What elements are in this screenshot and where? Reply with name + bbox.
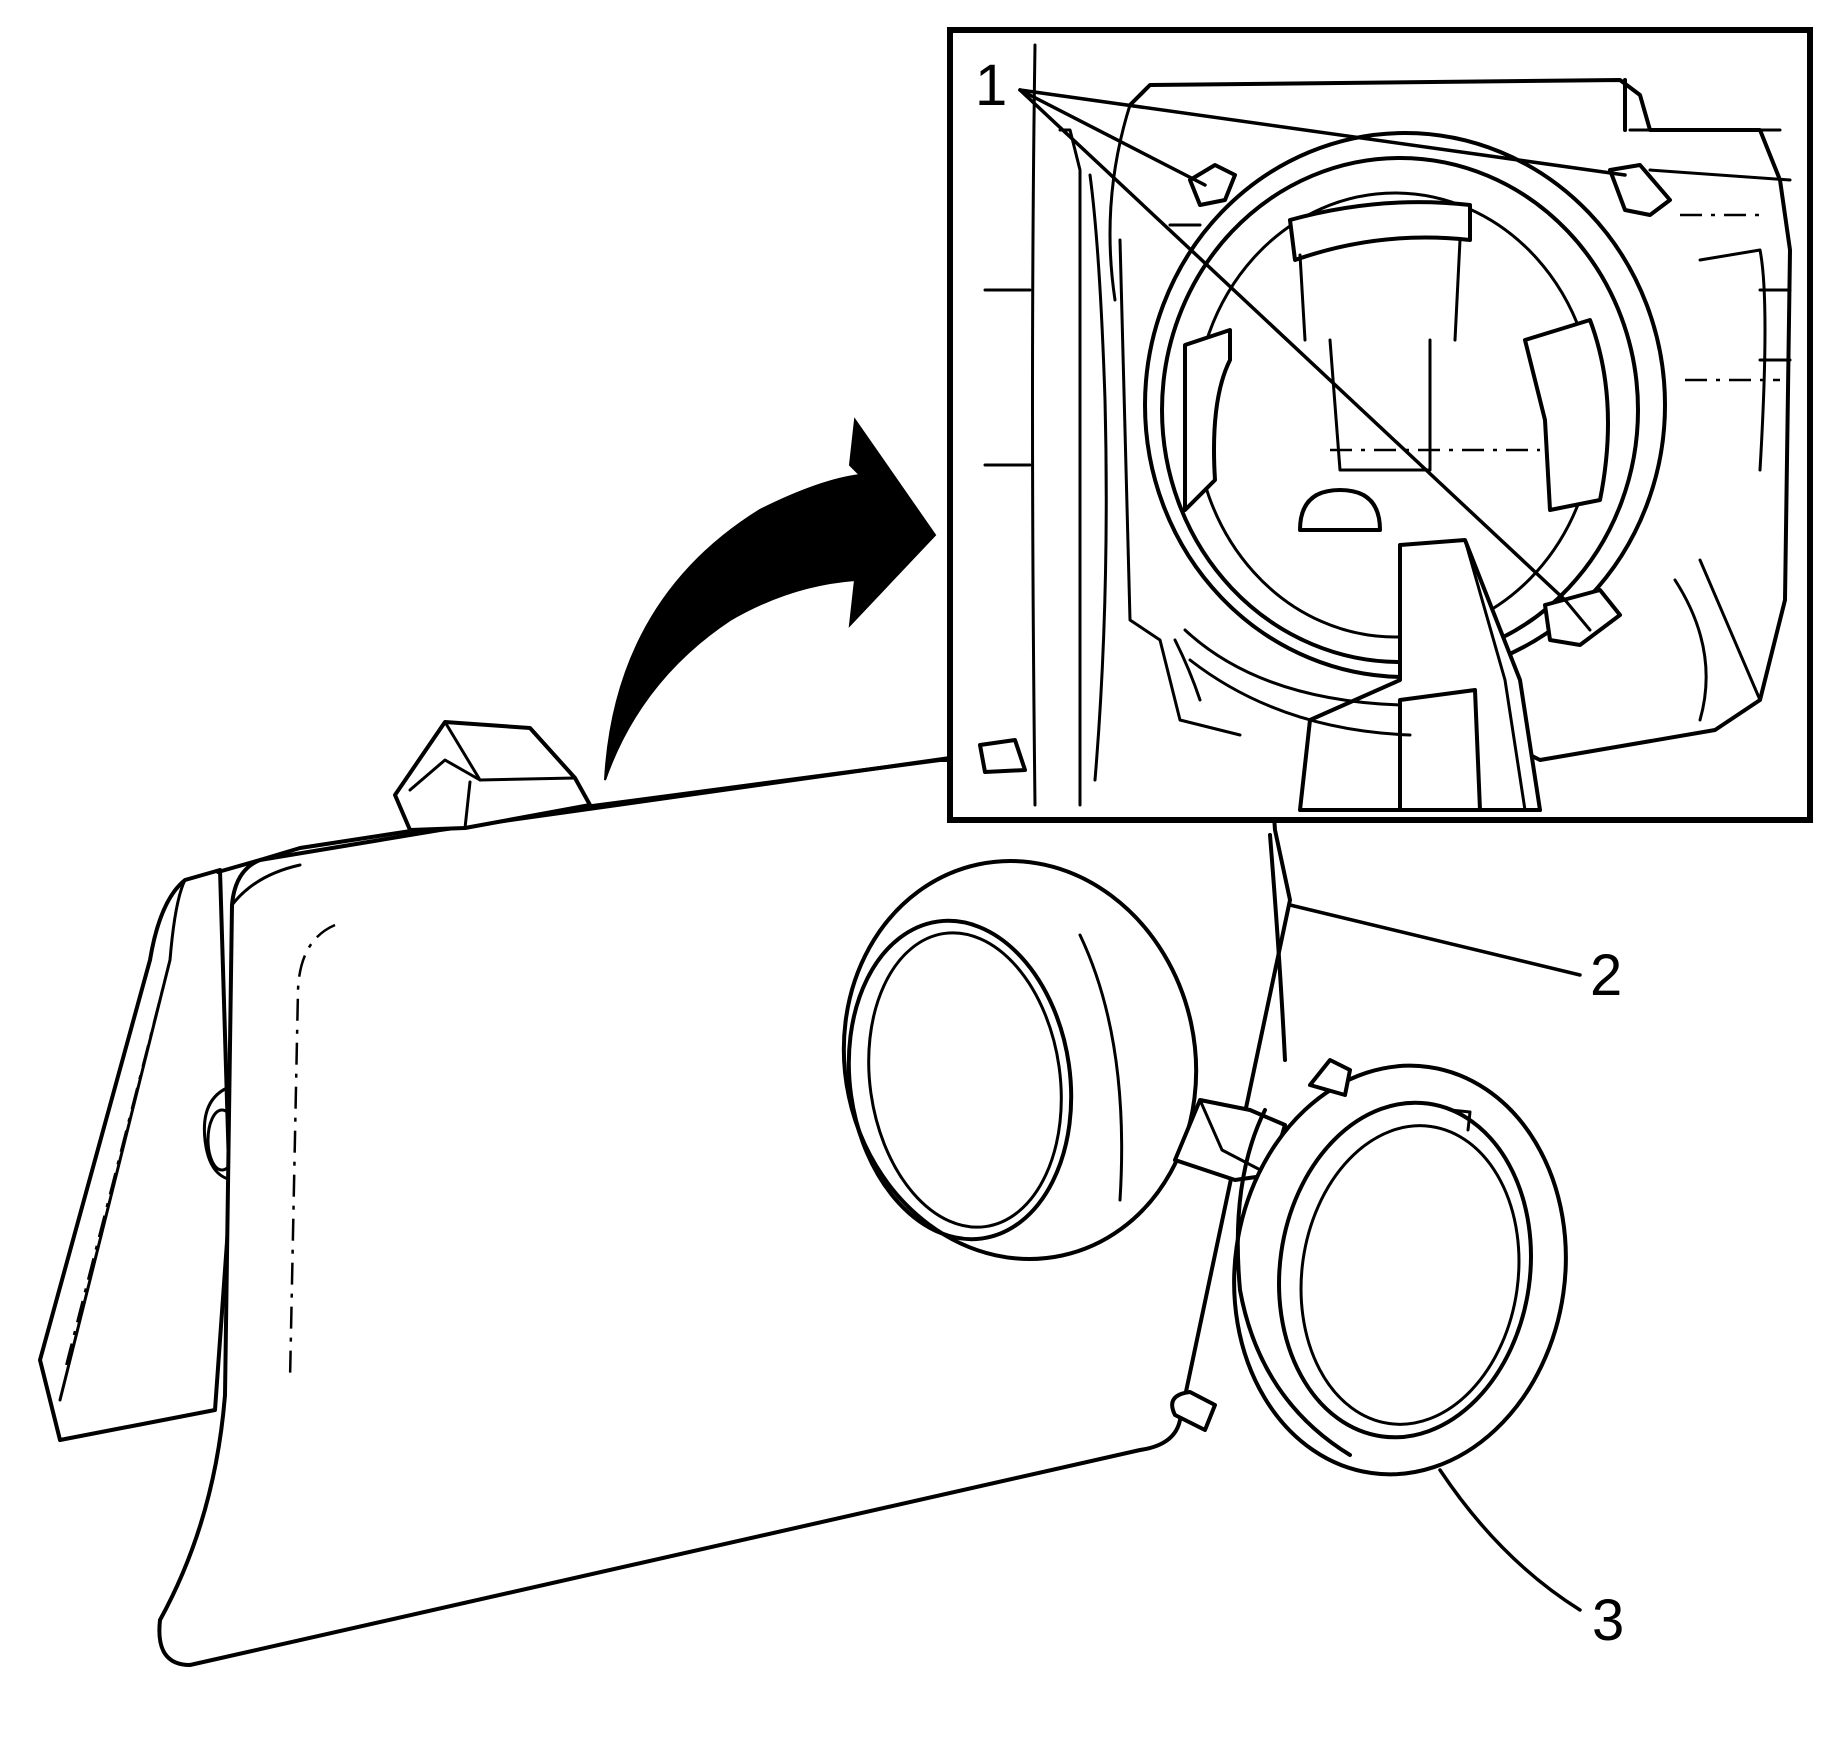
callout-label-1: 1: [975, 53, 1007, 118]
leader-2: [1288, 903, 1582, 977]
upper-tab: [393, 720, 592, 832]
callout-label-2: 2: [1590, 943, 1622, 1008]
callout-label-3: 3: [1592, 1588, 1624, 1653]
detail-inset: [947, 27, 1813, 823]
column-opening: [841, 859, 1199, 1261]
ring-component: [1232, 1058, 1568, 1477]
side-clip: [1173, 1098, 1287, 1182]
curved-arrow-icon: [604, 417, 937, 781]
leader-3: [1438, 1468, 1582, 1612]
trim-panel: [38, 720, 1292, 1667]
lower-clip: [1170, 1390, 1217, 1432]
